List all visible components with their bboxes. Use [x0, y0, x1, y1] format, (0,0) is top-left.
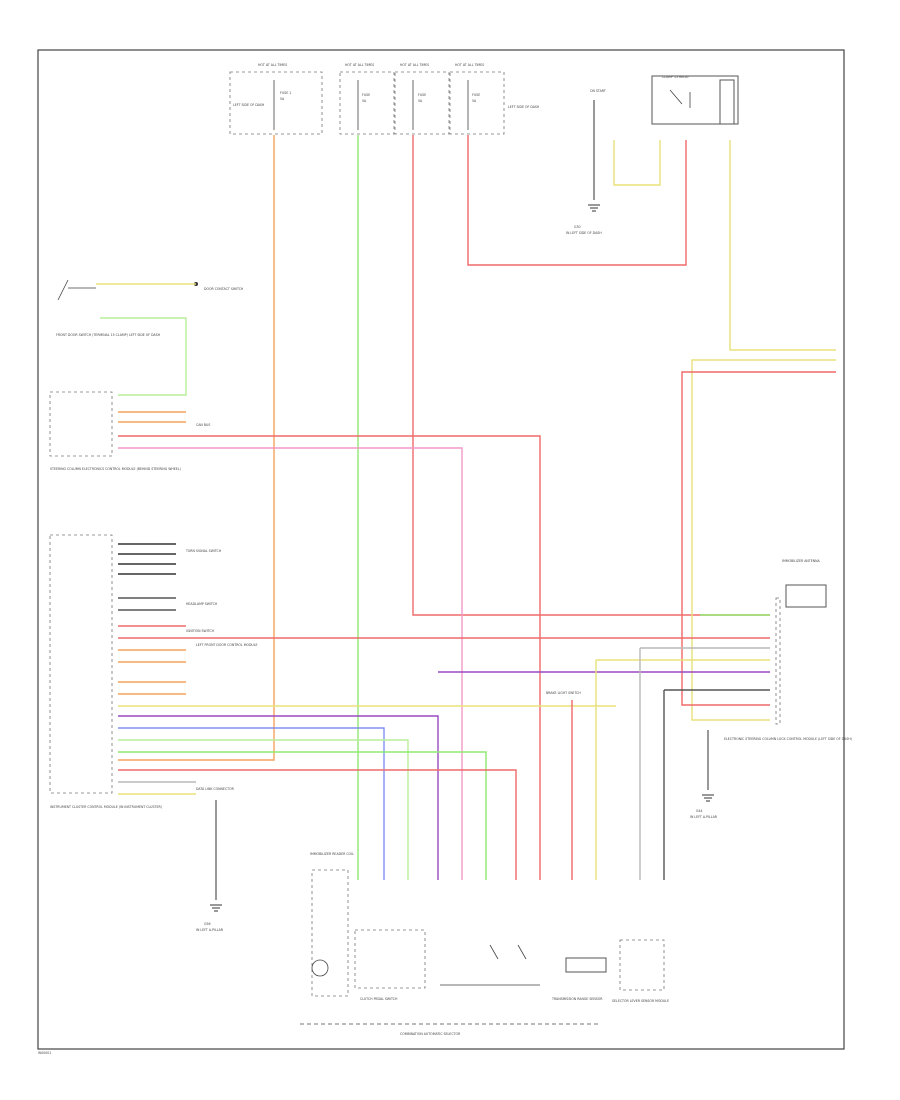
svg-text:ELECTRONIC STEERING COLUMN LOC: ELECTRONIC STEERING COLUMN LOCK CONTROL … — [724, 737, 852, 741]
bottom-sensor-4: SELECTOR LEVER SENSOR MODULE — [612, 939, 669, 1003]
svg-text:INSTRUMENT CLUSTER CONTROL MOD: INSTRUMENT CLUSTER CONTROL MODULE (IN IN… — [50, 805, 162, 809]
svg-text:IMMOBILIZER READER COIL: IMMOBILIZER READER COIL — [310, 852, 354, 856]
svg-text:LEFT SIDE OF DASH: LEFT SIDE OF DASH — [508, 105, 540, 109]
svg-text:5A: 5A — [280, 97, 285, 101]
wire-cluster-red-3 — [118, 769, 517, 880]
right-connector: ELECTRONIC STEERING COLUMN LOCK CONTROL … — [724, 559, 852, 741]
wire-brake-red — [118, 435, 541, 880]
bottom-immobilizer: IMMOBILIZER READER COIL — [310, 852, 354, 997]
svg-text:STEERING COLUMN ELECTRONICS CO: STEERING COLUMN ELECTRONICS CONTROL MODU… — [50, 467, 181, 471]
svg-text:LEFT SIDE OF DASH: LEFT SIDE OF DASH — [233, 103, 265, 107]
svg-text:TRANSMISSION RANGE SENSOR: TRANSMISSION RANGE SENSOR — [551, 997, 603, 1001]
wire-red-right-2 — [681, 371, 836, 706]
svg-text:FUSE: FUSE — [362, 93, 370, 97]
wire-cluster-gray — [118, 597, 176, 611]
svg-text:IGNITION SWITCH: IGNITION SWITCH — [186, 629, 215, 633]
fuse-center-2: HOT AT ALL TIMES FUSE 5A — [394, 63, 450, 135]
svg-text:FUSE: FUSE — [418, 93, 426, 97]
svg-text:HOT AT ALL TIMES: HOT AT ALL TIMES — [455, 63, 484, 67]
svg-text:G56: G56 — [204, 922, 211, 926]
svg-text:G44: G44 — [696, 809, 703, 813]
fuse-left: HOT AT ALL TIMES FUSE 1 5A LEFT SIDE OF … — [229, 63, 323, 135]
svg-text:5A: 5A — [418, 99, 423, 103]
svg-text:HOT AT ALL TIMES: HOT AT ALL TIMES — [400, 63, 429, 67]
brake-module: STEERING COLUMN ELECTRONICS CONTROL MODU… — [49, 391, 181, 471]
wire-orange-main — [118, 135, 275, 761]
svg-text:IN LEFT A-PILLAR: IN LEFT A-PILLAR — [690, 815, 718, 819]
svg-text:IMMOBILIZER ANTENNA: IMMOBILIZER ANTENNA — [782, 559, 821, 563]
wire-cluster-lgreen — [118, 739, 409, 880]
svg-text:IN LEFT SIDE OF DASH: IN LEFT SIDE OF DASH — [566, 231, 602, 235]
bottom-sensor-3: TRANSMISSION RANGE SENSOR — [551, 957, 607, 1001]
svg-text:IN LEFT A-PILLAR: IN LEFT A-PILLAR — [196, 928, 224, 932]
wire-yellow-right — [729, 140, 836, 351]
svg-text:LEFT FRONT DOOR CONTROL MODULE: LEFT FRONT DOOR CONTROL MODULE — [196, 643, 258, 647]
footer-code: W00001 — [38, 1051, 51, 1055]
svg-text:CAN BUS: CAN BUS — [196, 423, 210, 427]
svg-text:BRAKE LIGHT SWITCH: BRAKE LIGHT SWITCH — [546, 691, 581, 695]
wire-cluster-green — [118, 751, 487, 880]
diagram-border — [37, 49, 845, 1050]
clamp-15-relay: CLAMP 15 RELAY ON START — [590, 75, 739, 125]
fuse-center-3: HOT AT ALL TIMES FUSE 5A LEFT SIDE OF DA… — [449, 63, 540, 135]
wire-red-relay — [467, 135, 687, 266]
svg-text:TURN SIGNAL SWITCH: TURN SIGNAL SWITCH — [185, 549, 222, 553]
svg-text:5A: 5A — [472, 99, 477, 103]
wire-brake-pink — [118, 447, 463, 880]
cluster-module: INSTRUMENT CLUSTER CONTROL MODULE (IN IN… — [49, 534, 258, 809]
svg-text:FRONT DOOR SWITCH (TERMINAL 15: FRONT DOOR SWITCH (TERMINAL 15 CLAMP) LE… — [56, 333, 161, 337]
door-switch: FRONT DOOR SWITCH (TERMINAL 15 CLAMP) LE… — [56, 279, 244, 337]
wire-red-center — [412, 135, 770, 616]
bottom-sensor-1: CLUTCH PEDAL SWITCH — [354, 929, 426, 1001]
wire-yellow-relay — [613, 140, 661, 186]
fuse-center-1: HOT AT ALL TIMES FUSE 5A — [339, 63, 395, 135]
ground-top: G30 IN LEFT SIDE OF DASH — [566, 100, 602, 235]
ground-right: G44 IN LEFT A-PILLAR — [690, 730, 718, 819]
bottom-bar: COMBINATION AUTOMATIC SELECTOR — [300, 1023, 600, 1036]
wire-cluster-blue — [118, 727, 385, 880]
svg-text:G30: G30 — [574, 225, 581, 229]
svg-text:CLUTCH PEDAL SWITCH: CLUTCH PEDAL SWITCH — [360, 997, 398, 1001]
svg-text:COMBINATION AUTOMATIC SELECTOR: COMBINATION AUTOMATIC SELECTOR — [400, 1032, 461, 1036]
ground-left: G56 IN LEFT A-PILLAR — [196, 800, 224, 932]
wire-door-2 — [100, 317, 187, 396]
svg-text:HOT AT ALL TIMES: HOT AT ALL TIMES — [258, 63, 287, 67]
svg-text:FUSE: FUSE — [472, 93, 480, 97]
svg-text:DATA LINK CONNECTOR: DATA LINK CONNECTOR — [196, 787, 235, 791]
wire-cluster-black — [118, 543, 176, 575]
svg-text:HEADLAMP SWITCH: HEADLAMP SWITCH — [186, 602, 218, 606]
svg-text:ON START: ON START — [590, 89, 606, 93]
svg-text:DOOR CONTACT SWITCH: DOOR CONTACT SWITCH — [204, 287, 244, 291]
wire-yellow-right-2 — [691, 359, 836, 721]
wire-cluster-purple — [118, 715, 439, 880]
svg-text:SELECTOR LEVER SENSOR MODULE: SELECTOR LEVER SENSOR MODULE — [612, 999, 669, 1003]
bottom-sensor-2 — [440, 944, 540, 986]
svg-text:FUSE 1: FUSE 1 — [280, 91, 291, 95]
svg-text:HOT AT ALL TIMES: HOT AT ALL TIMES — [345, 63, 374, 67]
svg-text:CLAMP 15 RELAY: CLAMP 15 RELAY — [662, 75, 689, 79]
svg-text:5A: 5A — [362, 99, 367, 103]
